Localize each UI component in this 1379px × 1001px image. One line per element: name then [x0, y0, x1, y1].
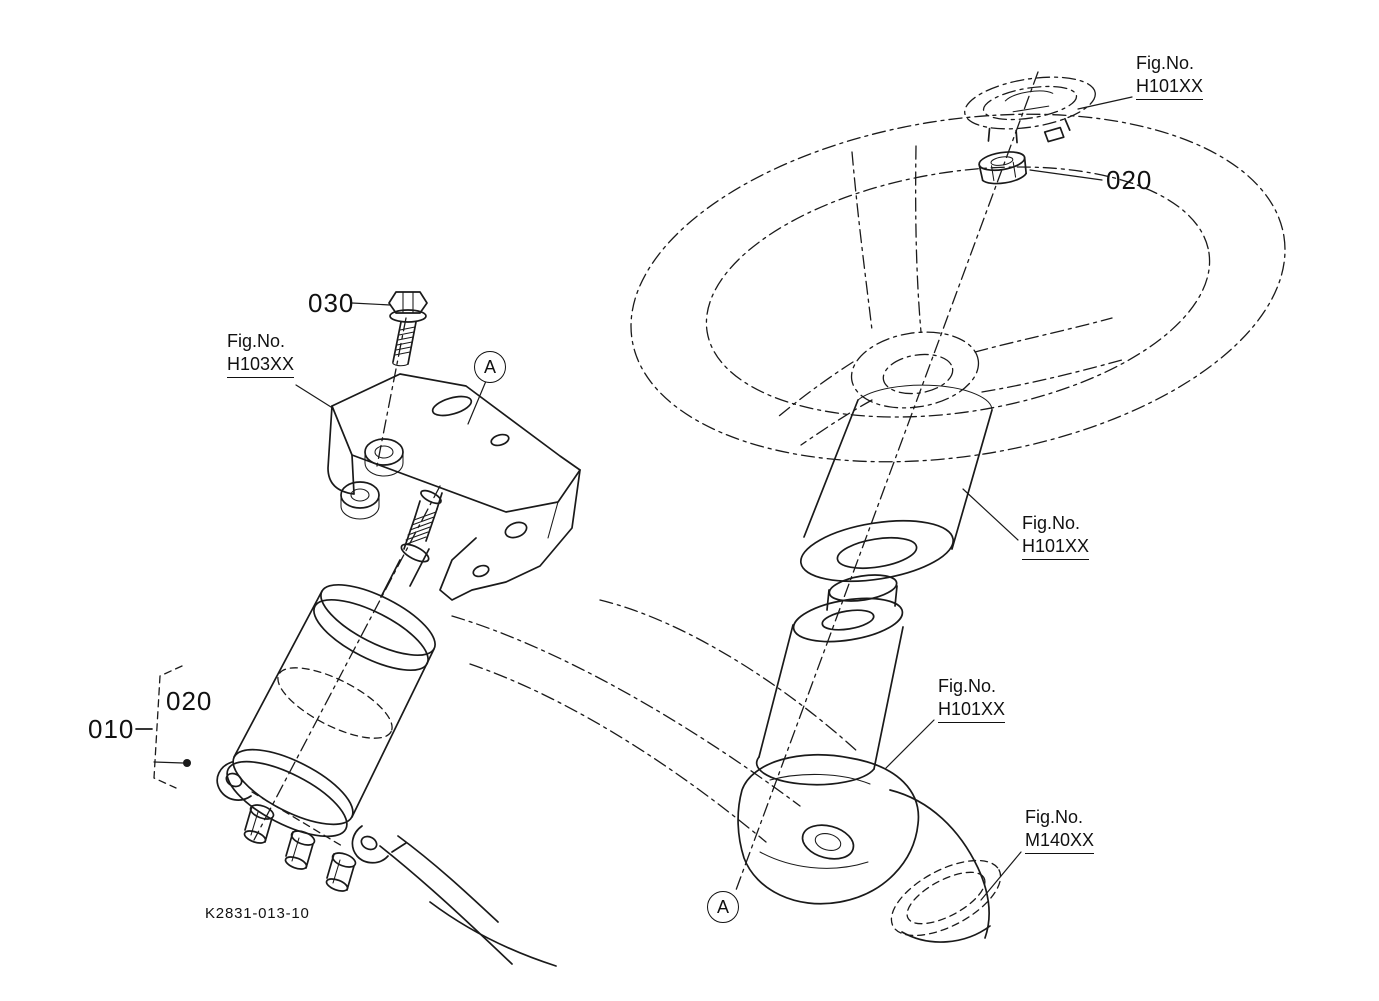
hydraulic-fittings [243, 804, 357, 892]
steering-controller [216, 485, 443, 892]
part-group-bracket [135, 665, 191, 789]
fig-ref-h103-bracket[interactable]: Fig.No. H103XX [227, 330, 295, 378]
bolt-centerline [376, 317, 407, 467]
fig-ref-h101-column[interactable]: Fig.No. H101XX [1022, 512, 1090, 560]
callout-030-bolt[interactable]: 030 [308, 288, 355, 318]
fig-ref-h101-dash[interactable]: Fig.No. H101XX [938, 675, 1006, 723]
fig-ref-code: H101XX [1136, 75, 1204, 100]
fig-ref-code: H103XX [227, 353, 295, 378]
fig-ref-label: Fig.No. [938, 676, 997, 696]
fig-ref-label: Fig.No. [1022, 513, 1081, 533]
callout-010-controller[interactable]: 010 [88, 714, 135, 744]
mounting-bracket [327, 373, 581, 601]
column-support-casting [737, 753, 990, 939]
view-ref-a-bottom: A [707, 891, 739, 923]
drawing-number: K2831-013-10 [205, 905, 310, 922]
dash-panel-outline [379, 599, 859, 967]
fig-ref-label: Fig.No. [1025, 807, 1084, 827]
fig-ref-m140-base[interactable]: Fig.No. M140XX [1025, 806, 1095, 854]
callout-020-nut[interactable]: 020 [1106, 165, 1153, 195]
fig-ref-code: H101XX [938, 698, 1006, 723]
fig-ref-label: Fig.No. [227, 331, 286, 351]
leader-lines [295, 96, 1133, 901]
assembly-centerline [735, 71, 1039, 891]
fig-ref-code: M140XX [1025, 829, 1095, 854]
steering-wheel-nut [978, 151, 1027, 185]
steering-column [755, 384, 993, 786]
fig-ref-h101-cap[interactable]: Fig.No. H101XX [1136, 52, 1204, 100]
flange-bolt [388, 291, 428, 367]
fig-ref-code: H101XX [1022, 535, 1090, 560]
callout-020-group[interactable]: 020 [166, 686, 213, 716]
steering-cap [964, 76, 1096, 144]
fig-ref-label: Fig.No. [1136, 53, 1195, 73]
steering-wheel-outline [630, 113, 1286, 463]
view-ref-a-top: A [474, 351, 506, 383]
support-base-opening [890, 859, 1002, 943]
